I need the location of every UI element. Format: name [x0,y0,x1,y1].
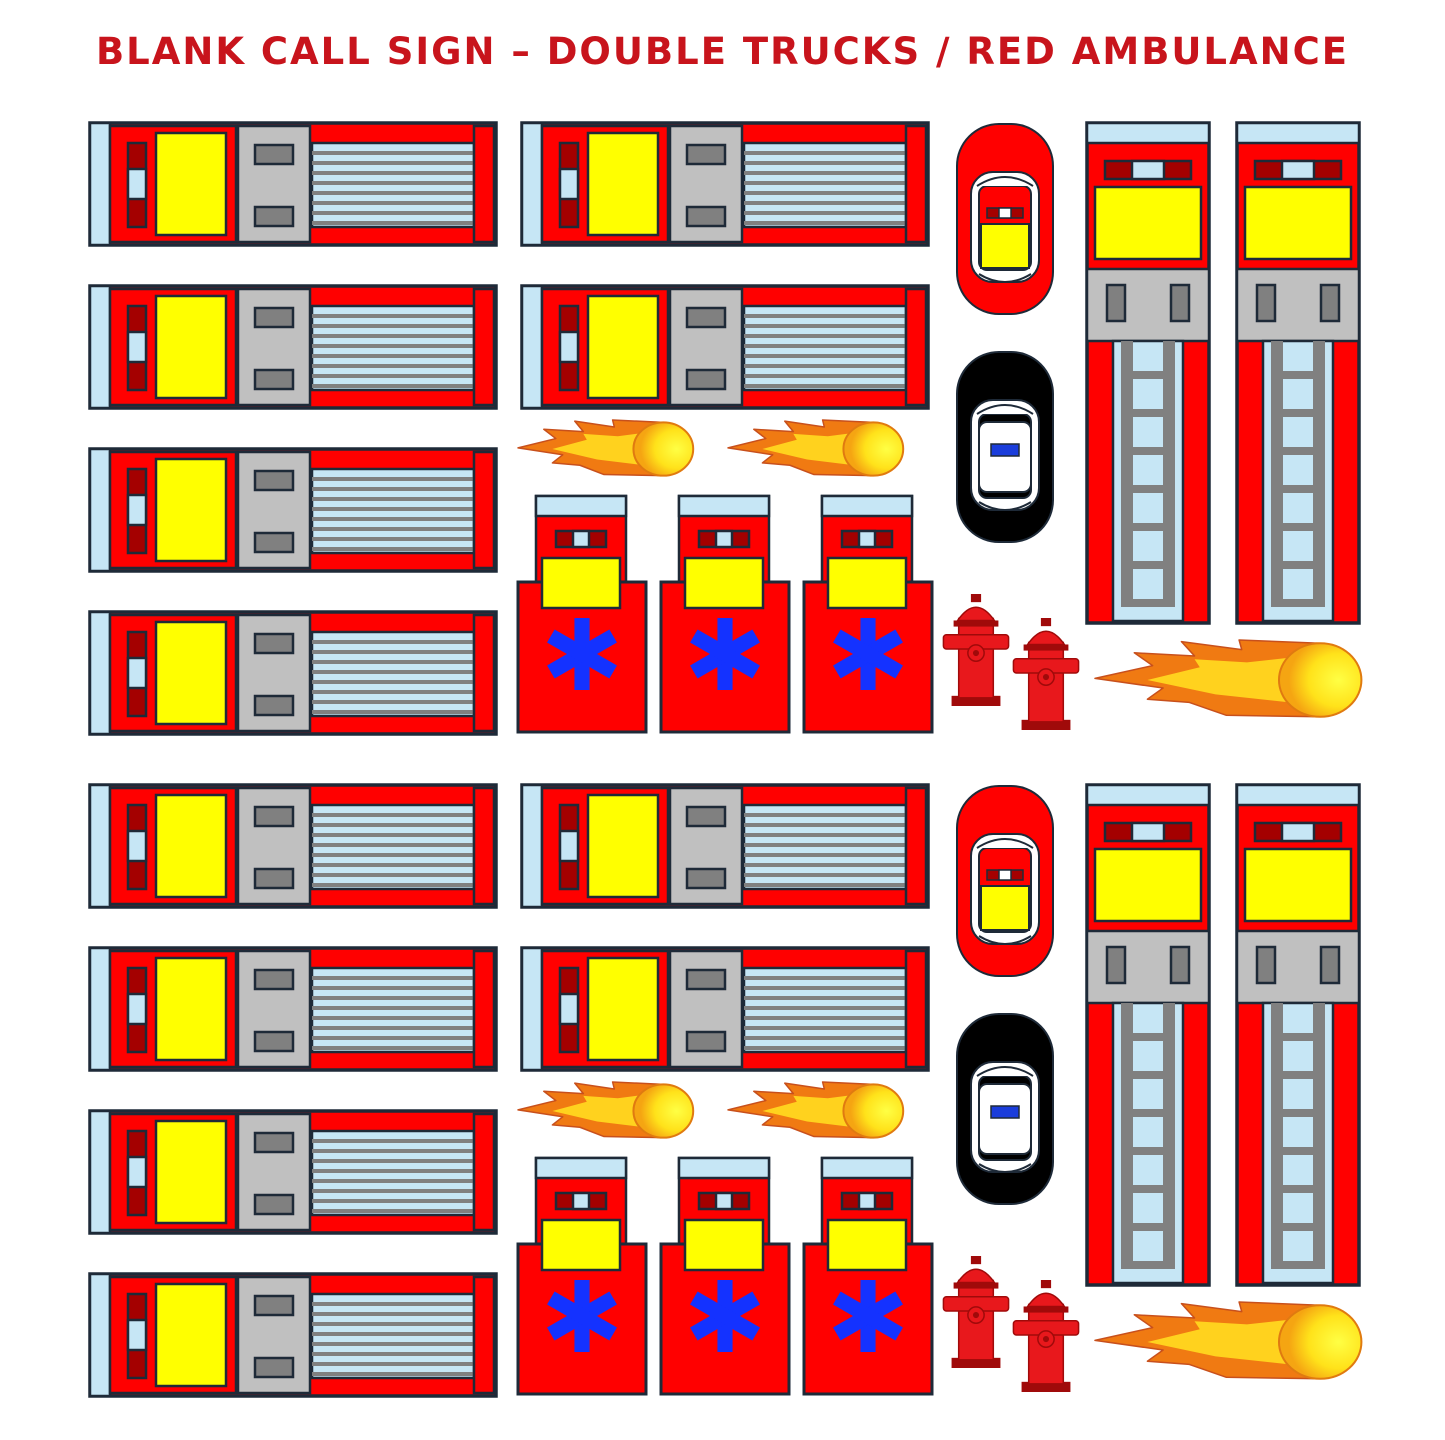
fire-truck-top-view-icon [520,783,930,909]
fire-truck-top-view-icon [520,121,930,247]
ambulance-icon [802,1156,934,1396]
ladder-truck-top-view-icon [1085,121,1211,625]
fireball-icon [1094,639,1363,718]
fire-truck-top-view-icon [88,946,498,1072]
ambulance-icon [802,494,934,734]
fireball-icon [727,1081,905,1139]
fire-truck-top-view-icon [520,284,930,410]
ambulance-icon [516,1156,648,1396]
fireball-icon [727,419,905,477]
fireball-icon [517,419,695,477]
ambulance-icon [659,1156,791,1396]
page-title: BLANK CALL SIGN – DOUBLE TRUCKS / RED AM… [95,30,1350,73]
ambulance-icon [659,494,791,734]
police-car-icon [956,1013,1054,1205]
fire-chief-car-icon [956,785,1054,977]
ladder-truck-top-view-icon [1235,783,1361,1287]
fire-hydrant-icon [942,594,1010,706]
ladder-truck-top-view-icon [1235,121,1361,625]
fire-truck-top-view-icon [520,946,930,1072]
fire-truck-top-view-icon [88,284,498,410]
fire-chief-car-icon [956,123,1054,315]
ladder-truck-top-view-icon [1085,783,1211,1287]
fire-hydrant-icon [1012,1280,1080,1392]
fire-hydrant-icon [1012,618,1080,730]
fire-truck-top-view-icon [88,610,498,736]
fireball-icon [1094,1301,1363,1380]
fire-truck-top-view-icon [88,447,498,573]
fire-truck-top-view-icon [88,783,498,909]
police-car-icon [956,351,1054,543]
fire-truck-top-view-icon [88,121,498,247]
fire-truck-top-view-icon [88,1272,498,1398]
ambulance-icon [516,494,648,734]
fire-hydrant-icon [942,1256,1010,1368]
fire-truck-top-view-icon [88,1109,498,1235]
fireball-icon [517,1081,695,1139]
